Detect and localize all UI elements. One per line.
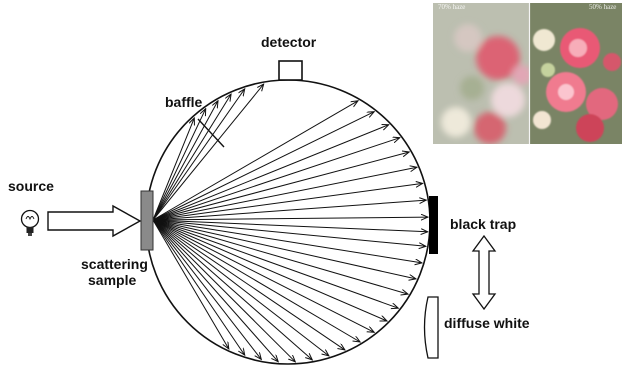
scattered-ray — [153, 220, 422, 263]
photo-caption-right: 50% haze — [589, 3, 616, 11]
diffuse-white-label: diffuse white — [444, 315, 530, 332]
scattered-ray — [153, 152, 409, 220]
scattered-ray — [153, 220, 428, 232]
scattered-ray — [153, 220, 329, 356]
photo-70-haze — [433, 3, 532, 144]
sample-label: sample — [88, 272, 136, 289]
light-bulb-icon — [22, 211, 39, 237]
scattered-ray — [153, 220, 398, 308]
scattered-ray — [153, 101, 218, 220]
scattered-rays — [153, 84, 428, 362]
photo-caption-left: 70% haze — [438, 3, 465, 11]
black-trap — [429, 196, 438, 254]
scattered-ray — [153, 220, 408, 294]
haze-comparison-photo — [433, 3, 622, 144]
incident-beam-arrow — [48, 206, 140, 236]
baffle-label: baffle — [165, 94, 202, 111]
scattered-ray — [153, 220, 278, 362]
scattered-ray — [153, 220, 345, 350]
black-trap-label: black trap — [450, 216, 516, 233]
diffuse-white-plate — [425, 297, 439, 358]
source-label: source — [8, 178, 54, 195]
detector-label: detector — [261, 34, 316, 51]
scattered-ray — [153, 138, 400, 220]
exchange-double-arrow — [473, 236, 495, 309]
scattering-sample — [141, 191, 153, 250]
scattered-ray — [153, 101, 358, 220]
scattered-ray — [153, 217, 428, 220]
scattered-ray — [153, 220, 387, 321]
detector-port — [279, 61, 302, 80]
photo-50-haze — [530, 3, 622, 144]
scattered-ray — [153, 220, 426, 246]
scattering-label: scattering — [81, 256, 148, 273]
scattered-ray — [153, 167, 417, 220]
scattered-ray — [153, 220, 312, 360]
scattered-ray — [153, 183, 423, 220]
